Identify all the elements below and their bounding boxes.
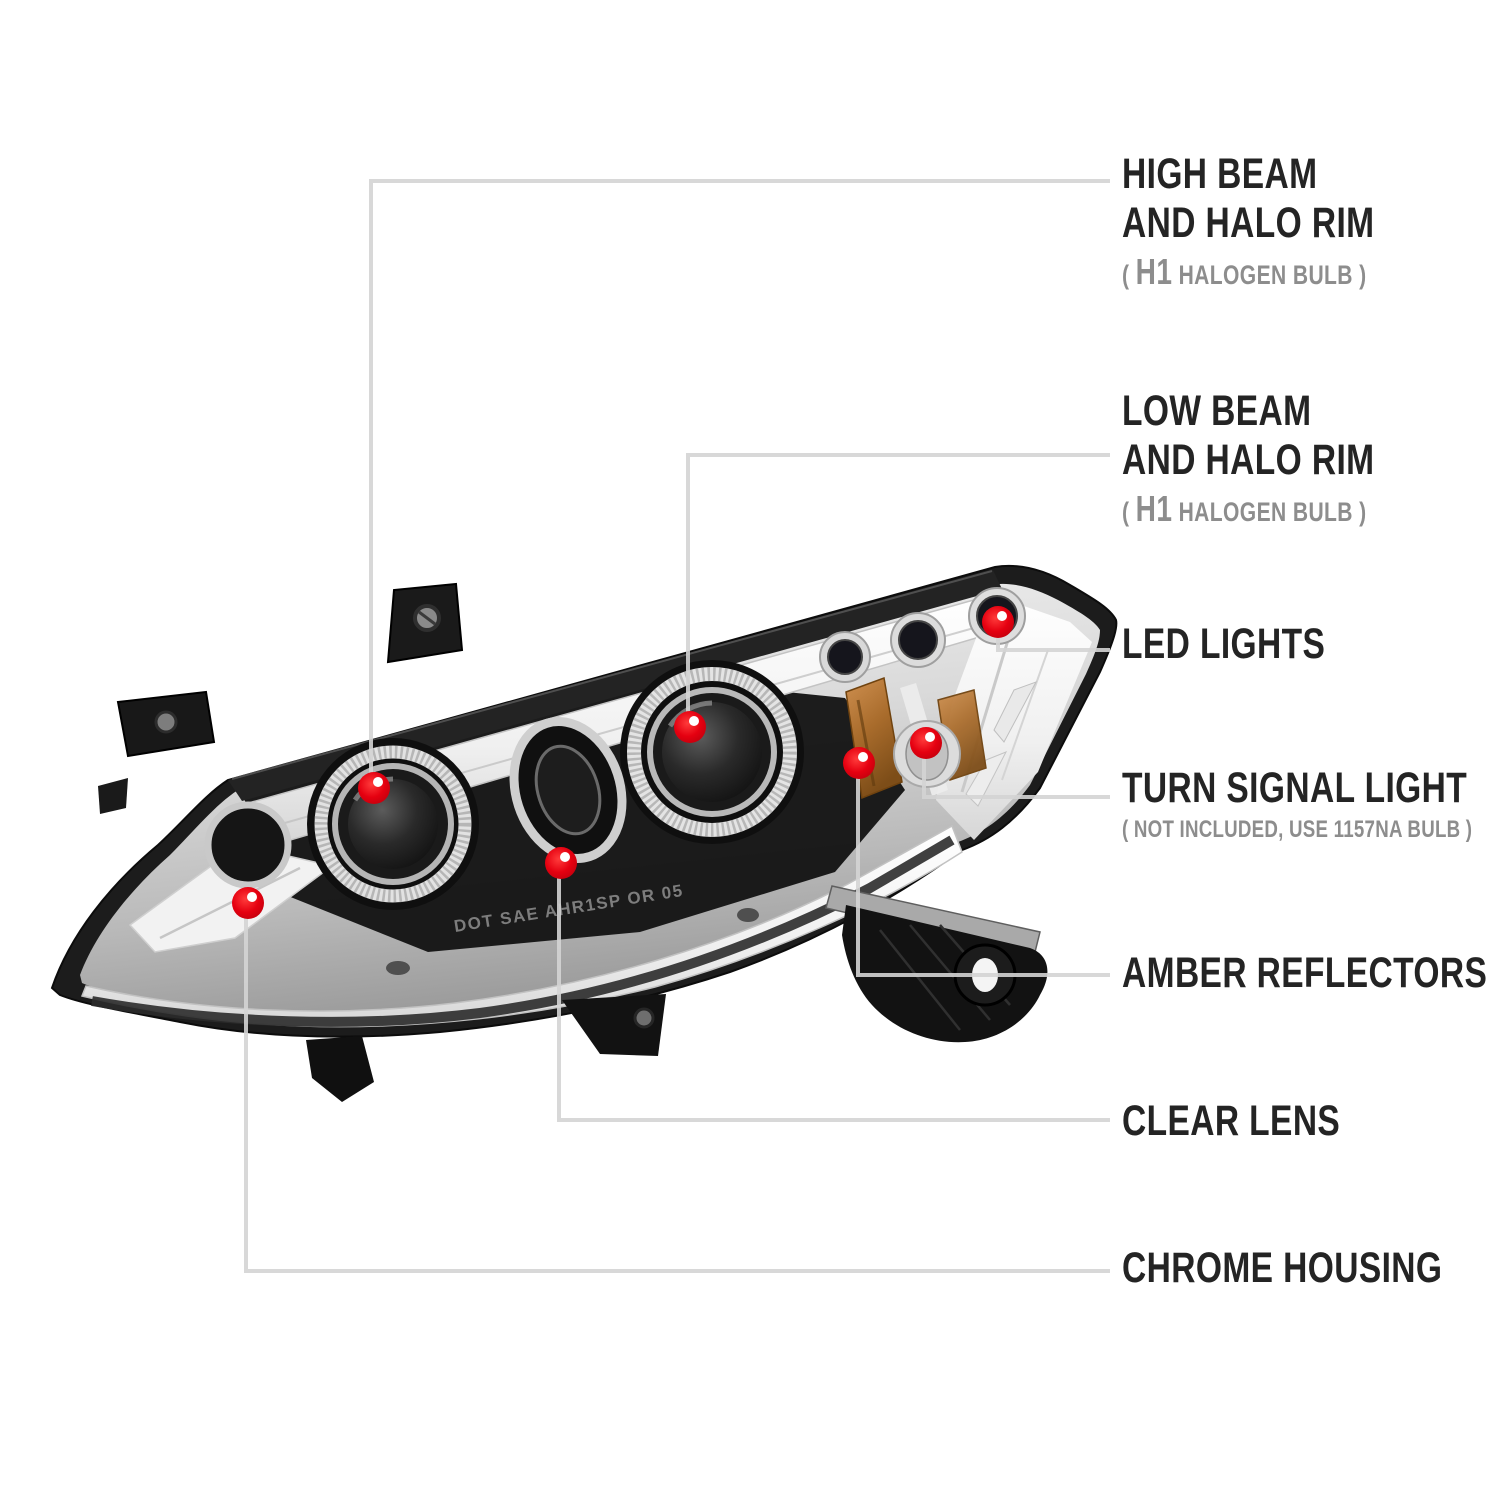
leader-line-amber-reflectors: [856, 763, 1110, 977]
callout-line: LOW BEAM: [1122, 387, 1312, 435]
mounting-tab-top: [386, 582, 464, 664]
callout-line: AND HALO RIM: [1122, 199, 1375, 247]
callout-clear-lens-title: CLEAR LENS: [1122, 1097, 1340, 1146]
leader-line-turn-signal: [922, 743, 1110, 799]
leader-line-low-beam: [686, 453, 1110, 727]
sub-rest: HALOGEN BULB ): [1172, 497, 1367, 527]
leader-line-high-beam: [369, 179, 1110, 788]
callout-low-beam-title: LOW BEAM AND HALO RIM: [1122, 387, 1374, 485]
callout-amber-reflectors: AMBER REFLECTORS: [1122, 949, 1487, 998]
callout-dots: [232, 606, 1014, 919]
callout-line: AMBER REFLECTORS: [1122, 949, 1488, 997]
callout-low-beam-sub: ( H1 HALOGEN BULB ): [1122, 488, 1374, 530]
leader-line-chrome-housing: [244, 903, 1110, 1273]
callout-line: CLEAR LENS: [1122, 1097, 1341, 1145]
headlight-body: DOT SAE AHR1SP OR 05: [50, 564, 1118, 1102]
callout-led-lights: LED LIGHTS: [1122, 620, 1325, 669]
callout-line: CHROME HOUSING: [1122, 1244, 1443, 1292]
callout-high-beam: HIGH BEAM AND HALO RIM ( H1 HALOGEN BULB…: [1122, 150, 1374, 293]
left-lens-wedge: [128, 801, 334, 953]
callout-turn-signal-sub: ( NOT INCLUDED, USE 1157NA BULB ): [1122, 816, 1473, 843]
leader-line-clear-lens: [557, 863, 1110, 1122]
callout-low-beam: LOW BEAM AND HALO RIM ( H1 HALOGEN BULB …: [1122, 387, 1374, 530]
sub-rest: HALOGEN BULB ): [1172, 260, 1367, 290]
callout-high-beam-title: HIGH BEAM AND HALO RIM: [1122, 150, 1374, 248]
sub-strong: H1: [1135, 251, 1173, 292]
callout-turn-signal-title: TURN SIGNAL LIGHT: [1122, 764, 1472, 813]
sub-strong: H1: [1135, 488, 1173, 529]
callout-dot-turn-signal: [910, 727, 942, 759]
low-beam-projector: [620, 660, 804, 844]
sub-open: (: [1122, 497, 1136, 527]
callout-clear-lens: CLEAR LENS: [1122, 1097, 1340, 1146]
mounting-tabs-bottom: [306, 994, 666, 1102]
callout-dot-chrome-housing: [232, 887, 264, 919]
leader-lines: [244, 179, 1110, 1273]
callout-dot-amber-reflectors: [843, 747, 875, 779]
callout-line: AND HALO RIM: [1122, 436, 1375, 484]
callout-led-lights-title: LED LIGHTS: [1122, 620, 1325, 669]
high-beam-projector: [307, 738, 479, 910]
mounting-tab-left: [98, 690, 216, 814]
callout-line: TURN SIGNAL LIGHT: [1122, 764, 1468, 812]
sub-open: (: [1122, 260, 1136, 290]
callout-chrome-housing: CHROME HOUSING: [1122, 1244, 1442, 1293]
callout-dot-high-beam: [358, 772, 390, 804]
callout-dot-clear-lens: [545, 847, 577, 879]
callout-line: HIGH BEAM: [1122, 150, 1318, 198]
callout-dot-led-lights: [982, 606, 1014, 638]
callout-amber-reflectors-title: AMBER REFLECTORS: [1122, 949, 1487, 998]
mid-oval-halo: [509, 717, 627, 863]
callout-line: LED LIGHTS: [1122, 620, 1326, 668]
callout-chrome-housing-title: CHROME HOUSING: [1122, 1244, 1442, 1293]
callout-high-beam-sub: ( H1 HALOGEN BULB ): [1122, 251, 1374, 293]
callout-dot-low-beam: [674, 711, 706, 743]
callout-turn-signal: TURN SIGNAL LIGHT ( NOT INCLUDED, USE 11…: [1122, 764, 1472, 844]
